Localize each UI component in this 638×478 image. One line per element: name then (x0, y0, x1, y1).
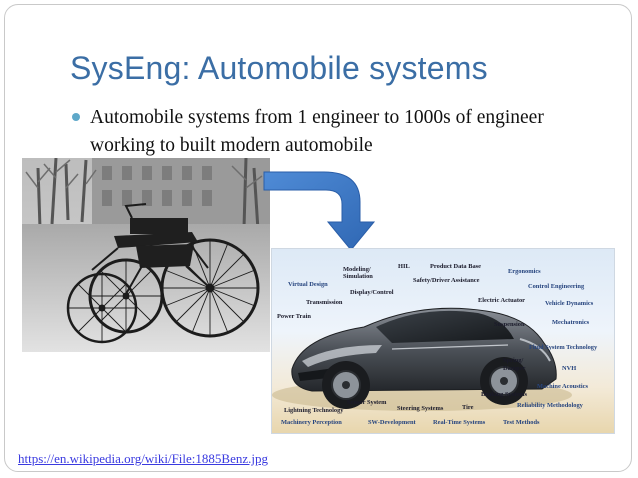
label-modeling-line1: Modeling/ (343, 266, 371, 273)
label-mechatronics: Mechatronics (552, 319, 590, 326)
label-fluid-system-technology: Fluid System Technology (529, 344, 598, 351)
automobile-systems-diagram: HIL Product Data Base Ergonomics Modelin… (271, 248, 615, 434)
label-electric-actuator: Electric Actuator (478, 297, 526, 304)
label-real-time-systems: Real-Time Systems (433, 419, 486, 426)
label-transmission: Transmission (306, 299, 343, 306)
label-spring-damper-line2: Damper (503, 365, 526, 372)
label-machine-acoustics: Machine Acoustics (537, 383, 588, 390)
label-hil: HIL (398, 263, 410, 270)
label-nvh: NVH (562, 365, 577, 372)
label-virtual-design: Virtual Design (288, 281, 328, 288)
label-ergonomics: Ergonomics (508, 268, 541, 275)
label-modeling-line2: Simulation (343, 273, 373, 280)
bullet-text: Automobile systems from 1 engineer to 10… (90, 107, 544, 156)
label-machinery-perception: Machinery Perception (281, 419, 342, 426)
label-control-engineering: Control Engineering (528, 283, 585, 290)
bullet-dot-icon (72, 113, 80, 121)
label-test-methods: Test Methods (503, 419, 540, 426)
modern-car-illustration (272, 307, 572, 411)
label-vehicle-dynamics: Vehicle Dynamics (545, 300, 594, 307)
label-steering-systems: Steering Systems (397, 405, 444, 412)
slide-title: SysEng: Automobile systems (70, 50, 488, 86)
label-spring-damper-line1: Spring/ (503, 357, 524, 364)
label-sw-development: SW-Development (368, 419, 416, 426)
label-lightning-technology: Lightning Technology (284, 407, 344, 414)
benz-1885-photo (22, 158, 270, 352)
label-suspension: Suspension (494, 321, 525, 328)
label-braking-systems: Braking Systems (481, 391, 527, 398)
label-power-train: Power Train (277, 313, 311, 320)
label-sensor-system: Sensor System (347, 399, 387, 406)
label-safety-driver-assistance: Safety/Driver Assistance (413, 277, 480, 284)
label-product-data-base: Product Data Base (430, 263, 482, 270)
label-tire: Tire (462, 404, 474, 411)
label-reliability-methodology: Reliability Methodology (517, 402, 583, 409)
source-link[interactable]: https://en.wikipedia.org/wiki/File:1885B… (18, 451, 268, 466)
benz-photo-illustration (22, 158, 270, 352)
transition-arrow-icon (263, 171, 376, 251)
label-display-control: Display/Control (350, 289, 394, 296)
